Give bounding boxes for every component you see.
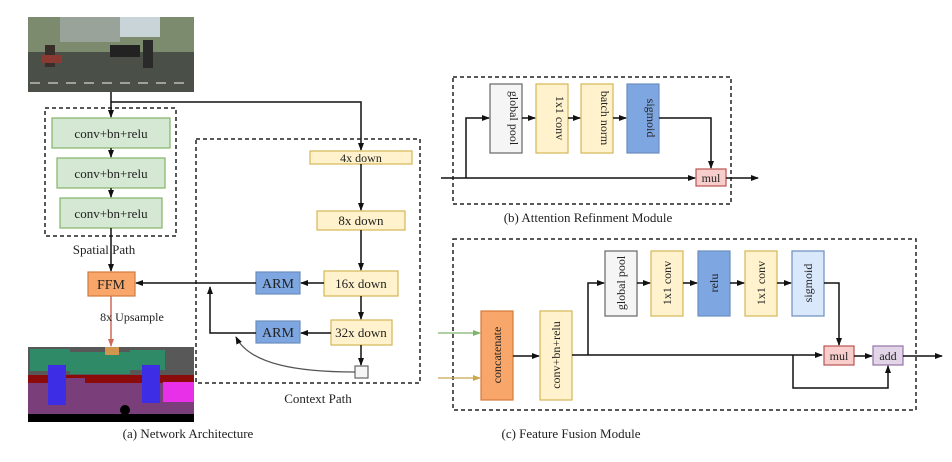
output-segmentation-image xyxy=(28,347,194,422)
context-block-16x: 16x down xyxy=(323,270,399,297)
ffm-branch-arrow xyxy=(587,280,605,355)
arm-global-pool: global pool xyxy=(489,83,523,154)
spatial-block-2-label: conv+bn+relu xyxy=(74,166,148,181)
ffm-global-pool: global pool xyxy=(604,250,638,317)
spatial-block-3-label: conv+bn+relu xyxy=(74,206,148,221)
arrow-arm2-merge xyxy=(207,286,256,334)
ffm-concatenate-label: concatenate xyxy=(490,327,504,384)
ffm-conv-2: 1x1 conv xyxy=(744,250,778,317)
spatial-block-1-label: conv+bn+relu xyxy=(74,126,148,141)
arm-mul-label: mul xyxy=(702,171,721,185)
arm-sigmoid: sigmoid xyxy=(626,83,660,154)
context-path-box xyxy=(195,138,421,384)
ffm-conv-bn-relu-label: conv+bn+relu xyxy=(549,321,563,389)
arrow-pool-to-arm2 xyxy=(235,336,356,373)
caption-b: (b) Attention Refinment Module xyxy=(504,210,673,225)
global-pool-node xyxy=(354,365,369,379)
arm-sigmoid-label: sigmoid xyxy=(644,99,658,138)
ffm-add: add xyxy=(872,345,904,366)
arm-conv-label: 1x1 conv xyxy=(553,96,567,140)
context-path-label: Context Path xyxy=(284,391,352,406)
ffm-sigmoid-to-mul xyxy=(824,282,842,346)
ffm-conv-1: 1x1 conv xyxy=(650,250,684,317)
ffm-block: FFM xyxy=(87,271,136,297)
input-image xyxy=(28,17,194,92)
arm-block-2-label: ARM xyxy=(262,326,294,341)
ffm-block-label: FFM xyxy=(97,278,126,293)
arm-block-1-label: ARM xyxy=(262,277,294,292)
context-block-8x-label: 8x down xyxy=(338,213,384,228)
caption-a: (a) Network Architecture xyxy=(123,426,254,441)
context-block-8x: 8x down xyxy=(316,210,406,231)
spatial-block-3: conv+bn+relu xyxy=(59,197,163,229)
ffm-mul-label: mul xyxy=(830,349,849,363)
context-block-16x-label: 16x down xyxy=(335,276,387,291)
arm-global-pool-label: global pool xyxy=(507,91,521,146)
ffm-global-pool-label: global pool xyxy=(614,255,628,310)
arm-branch-arrow xyxy=(465,115,490,178)
ffm-conv-bn-relu: conv+bn+relu xyxy=(539,310,573,401)
upsample-label: 8x Upsample xyxy=(100,310,164,324)
ffm-residual-arrow xyxy=(792,355,891,389)
spatial-block-2: conv+bn+relu xyxy=(56,157,166,189)
ffm-mul: mul xyxy=(823,345,855,366)
context-block-32x: 32x down xyxy=(330,319,393,346)
ffm-relu: relu xyxy=(697,250,731,317)
arm-block-2: ARM xyxy=(255,320,301,344)
ffm-module-box xyxy=(452,238,917,411)
ffm-concatenate: concatenate xyxy=(480,310,514,401)
context-block-32x-label: 32x down xyxy=(335,325,387,340)
spatial-path-label: Spatial Path xyxy=(73,242,136,257)
ffm-sigmoid: sigmoid xyxy=(791,250,825,317)
context-block-4x: 4x down xyxy=(309,150,413,165)
arm-batch-norm: batch norm xyxy=(580,83,614,154)
arm-block-1: ARM xyxy=(255,271,301,295)
ffm-add-label: add xyxy=(879,349,896,363)
context-block-4x-label: 4x down xyxy=(340,151,382,165)
ffm-sigmoid-label: sigmoid xyxy=(801,264,815,303)
arm-mul: mul xyxy=(695,168,727,187)
arm-sigmoid-to-mul xyxy=(659,117,714,169)
arm-conv: 1x1 conv xyxy=(535,83,569,154)
ffm-conv-1-label: 1x1 conv xyxy=(660,261,674,305)
ffm-relu-label: relu xyxy=(707,274,721,293)
arrow-input-to-context xyxy=(111,101,364,151)
arm-batch-norm-label: batch norm xyxy=(598,91,612,146)
ffm-conv-2-label: 1x1 conv xyxy=(754,261,768,305)
spatial-block-1: conv+bn+relu xyxy=(51,117,171,149)
caption-c: (c) Feature Fusion Module xyxy=(501,426,640,441)
